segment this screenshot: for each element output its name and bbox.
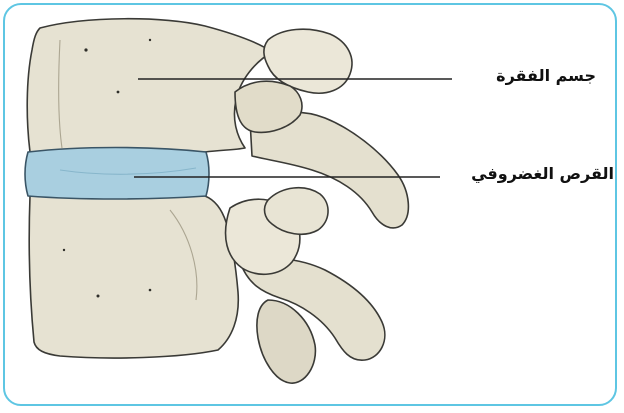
bone-pore — [117, 91, 120, 94]
bone-pore — [97, 295, 100, 298]
bone-pore — [149, 39, 151, 41]
bone-pore — [149, 289, 152, 292]
lower-articular-process — [257, 300, 316, 383]
vertebral-body-label: جسم الفقرة — [456, 66, 596, 85]
bone-pore — [84, 48, 87, 51]
intervertebral-disc-shape — [25, 148, 209, 200]
bone-pore — [63, 249, 65, 251]
lower-vertebral-body — [29, 196, 238, 358]
upper-vertebral-body — [27, 19, 272, 152]
intervertebral-disc-label: القرص الغضروفي — [444, 164, 614, 183]
